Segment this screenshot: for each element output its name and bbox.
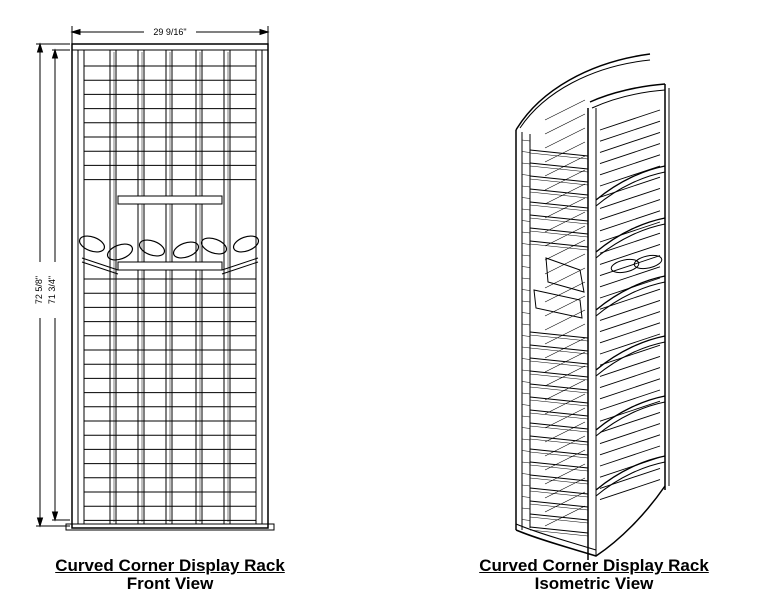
isometric-view-title: Curved Corner Display Rack	[479, 556, 709, 575]
isometric-view-subtitle: Isometric View	[534, 574, 654, 593]
front-view-caption: Curved Corner Display Rack Front View	[30, 557, 310, 593]
isometric-view-caption: Curved Corner Display Rack Isometric Vie…	[452, 557, 736, 593]
height-outer-label: 72 5/8"	[34, 276, 44, 304]
display-bottles	[78, 235, 260, 261]
front-view-title: Curved Corner Display Rack	[55, 556, 285, 575]
front-view-subtitle: Front View	[126, 574, 214, 593]
width-dimension-label: 29 9/16"	[153, 27, 186, 37]
isometric-view-drawing	[515, 53, 670, 560]
width-dimension: 29 9/16"	[70, 26, 270, 44]
height-dimension: 72 5/8" 71 3/4"	[30, 42, 70, 528]
front-view-drawing: 29 9/16" 72 5/8" 71 3/4"	[30, 26, 275, 531]
height-inner-label: 71 3/4"	[47, 276, 57, 304]
iso-display-bottles	[533, 254, 663, 319]
